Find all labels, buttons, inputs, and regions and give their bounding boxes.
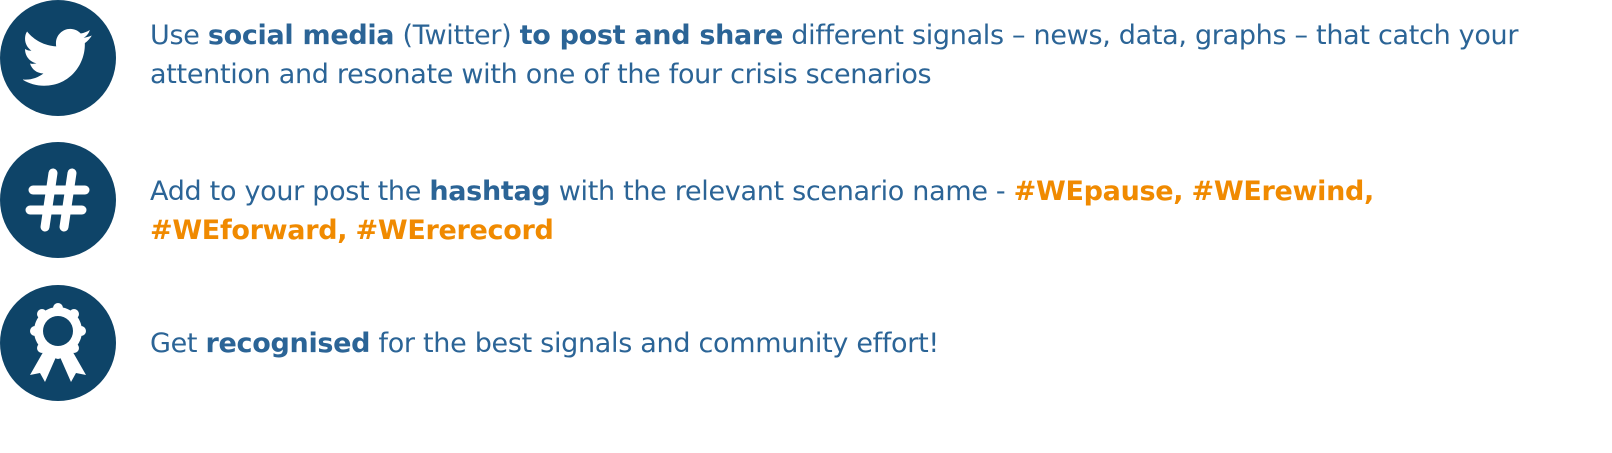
text-segment: with the relevant scenario name -	[550, 176, 1014, 207]
step-hashtag-text: Add to your post the hashtag with the re…	[150, 172, 1450, 250]
hashtag-weforward: #WEforward,	[150, 215, 348, 246]
emphasis-social-media: social media	[207, 20, 395, 51]
text-segment: Get	[150, 328, 206, 359]
emphasis-recognised: recognised	[205, 328, 371, 359]
step-recognition-text: Get recognised for the best signals and …	[150, 324, 1450, 363]
step-hashtag	[0, 142, 116, 258]
twitter-bird-icon	[0, 0, 116, 116]
text-spacer	[347, 215, 355, 246]
text-segment: Use	[150, 20, 208, 51]
emphasis-post-and-share: to post and share	[519, 20, 784, 51]
text-segment: different signals – news, data, graphs –…	[150, 20, 1519, 90]
hashtag-icon	[0, 142, 116, 258]
text-spacer	[1183, 176, 1191, 207]
step-social-media	[0, 0, 116, 116]
text-segment: Add to your post the	[150, 176, 430, 207]
hashtag-wepause: #WEpause,	[1013, 176, 1184, 207]
step-social-media-text: Use social media (Twitter) to post and s…	[150, 16, 1610, 94]
step-recognition	[0, 285, 116, 401]
award-ribbon-icon	[0, 285, 116, 401]
text-segment: (Twitter)	[394, 20, 520, 51]
emphasis-hashtag: hashtag	[429, 176, 551, 207]
hashtag-werewind: #WErewind,	[1191, 176, 1375, 207]
text-segment: for the best signals and community effor…	[370, 328, 940, 359]
hashtag-wererecord: #WErerecord	[355, 215, 554, 246]
